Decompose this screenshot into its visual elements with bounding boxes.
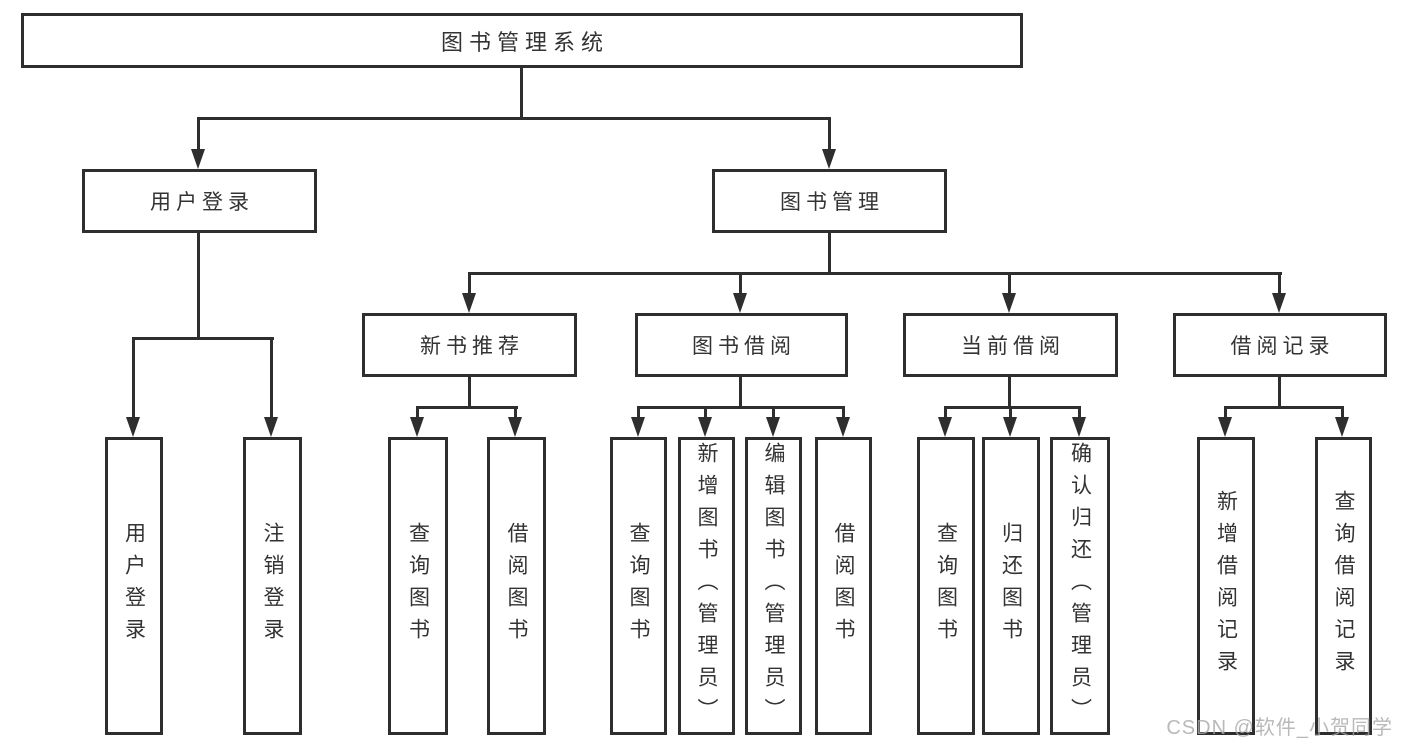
arrow-to-br-query-record: [1335, 406, 1349, 437]
node-borrowing-records-label: 借阅记录: [1230, 335, 1335, 358]
connector-book-borrowing-branch: [637, 406, 845, 409]
leaf-bb-query-books-label: 查询图书: [627, 522, 650, 650]
leaf-bb-borrow-books: 借阅图书: [815, 437, 872, 735]
connector-new-book-drop: [468, 375, 471, 409]
leaf-bb-query-books: 查询图书: [610, 437, 667, 735]
leaf-cb-query-books: 查询图书: [917, 437, 975, 735]
connector-new-book-branch: [416, 406, 518, 409]
arrow-to-cb-query-books: [938, 406, 952, 437]
leaf-bb-edit-books: 编辑图书（管理员）: [745, 437, 802, 735]
node-book-management-label: 图书管理: [780, 191, 884, 214]
leaf-logout: 注销登录: [243, 437, 302, 735]
leaf-cb-query-books-label: 查询图书: [934, 522, 958, 650]
connector-user-login-branch: [132, 337, 274, 340]
leaf-logout-label: 注销登录: [261, 522, 284, 650]
leaf-bb-add-books: 新增图书（管理员）: [678, 437, 735, 735]
leaf-nb-borrow-books: 借阅图书: [487, 437, 546, 735]
connector-book-borrowing-drop: [739, 375, 742, 409]
arrow-to-book-management: [822, 117, 836, 169]
arrow-to-bb-query-books: [631, 406, 645, 437]
node-current-borrowing-label: 当前借阅: [961, 335, 1065, 358]
leaf-br-add-record-label: 新增借阅记录: [1214, 490, 1238, 682]
arrow-to-br-add-record: [1218, 406, 1232, 437]
connector-level3-branch: [468, 272, 1282, 275]
leaf-user-login: 用户登录: [105, 437, 163, 735]
arrow-to-bb-add-books: [698, 406, 712, 437]
leaf-bb-add-books-label: 新增图书（管理员）: [695, 442, 718, 730]
node-user-login-label: 用户登录: [150, 191, 254, 214]
arrow-to-borrowing-records: [1272, 272, 1286, 313]
leaf-nb-query-books: 查询图书: [388, 437, 448, 735]
arrow-to-book-borrowing: [733, 272, 747, 313]
node-root-label: 图书管理系统: [440, 29, 609, 55]
leaf-br-query-record: 查询借阅记录: [1315, 437, 1372, 735]
node-book-borrowing: 图书借阅: [635, 313, 848, 377]
leaf-cb-confirm-return: 确认归还（管理员）: [1050, 437, 1110, 735]
connector-borrowing-records-drop: [1278, 375, 1281, 409]
leaf-nb-query-books-label: 查询图书: [406, 522, 430, 650]
leaf-br-query-record-label: 查询借阅记录: [1332, 490, 1355, 682]
node-user-login: 用户登录: [82, 169, 317, 233]
node-borrowing-records: 借阅记录: [1173, 313, 1387, 377]
arrow-to-leaf-user-login: [126, 337, 140, 437]
connector-root-drop: [520, 68, 523, 120]
arrow-to-new-book-recommend: [462, 272, 476, 313]
leaf-br-add-record: 新增借阅记录: [1197, 437, 1255, 735]
node-new-book-recommend: 新书推荐: [362, 313, 577, 377]
leaf-nb-borrow-books-label: 借阅图书: [505, 522, 528, 650]
arrow-to-cb-return-books: [1003, 406, 1017, 437]
connector-current-borrowing-drop: [1008, 375, 1011, 409]
arrow-to-nb-borrow-books: [508, 406, 522, 437]
leaf-bb-edit-books-label: 编辑图书（管理员）: [762, 442, 785, 730]
connector-borrowing-records-branch: [1224, 406, 1344, 409]
csdn-watermark: CSDN @软件_小贺同学: [1166, 717, 1393, 739]
node-book-borrowing-label: 图书借阅: [692, 335, 796, 358]
leaf-cb-confirm-return-label: 确认归还（管理员）: [1068, 442, 1092, 730]
connector-book-management-drop: [828, 231, 831, 275]
node-new-book-recommend-label: 新书推荐: [420, 335, 524, 358]
leaf-bb-borrow-books-label: 借阅图书: [832, 522, 855, 650]
arrow-to-bb-edit-books: [766, 406, 780, 437]
arrow-to-user-login: [191, 117, 205, 169]
leaf-cb-return-books: 归还图书: [982, 437, 1040, 735]
connector-level2-branch: [197, 117, 831, 120]
node-current-borrowing: 当前借阅: [903, 313, 1118, 377]
arrow-to-current-borrowing: [1002, 272, 1016, 313]
leaf-cb-return-books-label: 归还图书: [999, 522, 1023, 650]
arrow-to-nb-query-books: [410, 406, 424, 437]
arrow-to-leaf-logout: [264, 337, 278, 437]
connector-user-login-drop: [197, 231, 200, 340]
arrow-to-cb-confirm-return: [1072, 406, 1086, 437]
leaf-user-login-label: 用户登录: [122, 522, 146, 650]
arrow-to-bb-borrow-books: [836, 406, 850, 437]
connector-current-borrowing-branch: [944, 406, 1080, 409]
node-root: 图书管理系统: [21, 13, 1023, 68]
node-book-management: 图书管理: [712, 169, 947, 233]
